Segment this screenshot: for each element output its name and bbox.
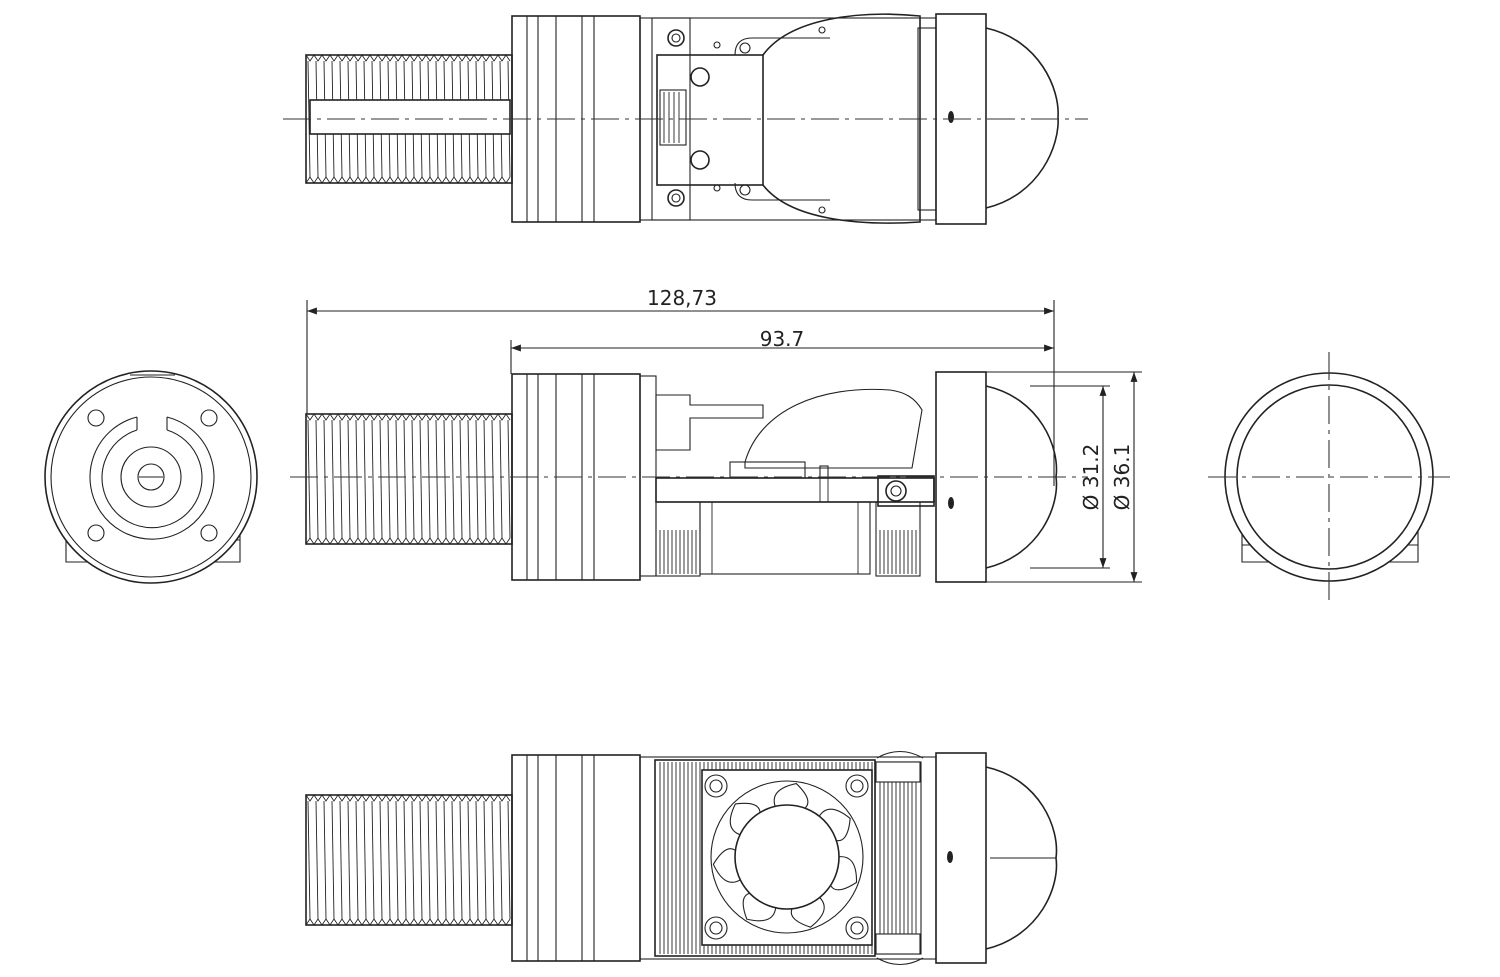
body-length-value: 93.7: [760, 327, 805, 351]
dimension-body-length: 93.7: [510, 327, 1054, 374]
outer-diameter-value: Ø 36.1: [1110, 444, 1134, 511]
dimension-overall-length: 128,73: [306, 286, 1055, 486]
lens-front: [985, 27, 1059, 209]
threaded-rod: [305, 794, 513, 926]
dimension-diameters: Ø 31.2 Ø 36.1: [986, 371, 1142, 583]
body-rings: [511, 754, 641, 962]
overall-length-value: 128,73: [647, 286, 717, 310]
lens-ring: [935, 752, 987, 964]
lamp-dome: [744, 388, 923, 469]
front-end-view: [44, 370, 258, 584]
side-view: 128,73 93.7 Ø 31.2 Ø 36.1: [290, 286, 1142, 583]
threaded-rod: [305, 413, 513, 545]
cooling-fan: [701, 769, 873, 946]
inner-diameter-value: Ø 31.2: [1079, 444, 1103, 511]
rear-end-view: [1208, 352, 1450, 600]
body-rings: [511, 15, 641, 223]
bottom-view: [305, 750, 1058, 966]
heatsink-arm: [655, 394, 935, 577]
top-view: [283, 13, 1088, 225]
